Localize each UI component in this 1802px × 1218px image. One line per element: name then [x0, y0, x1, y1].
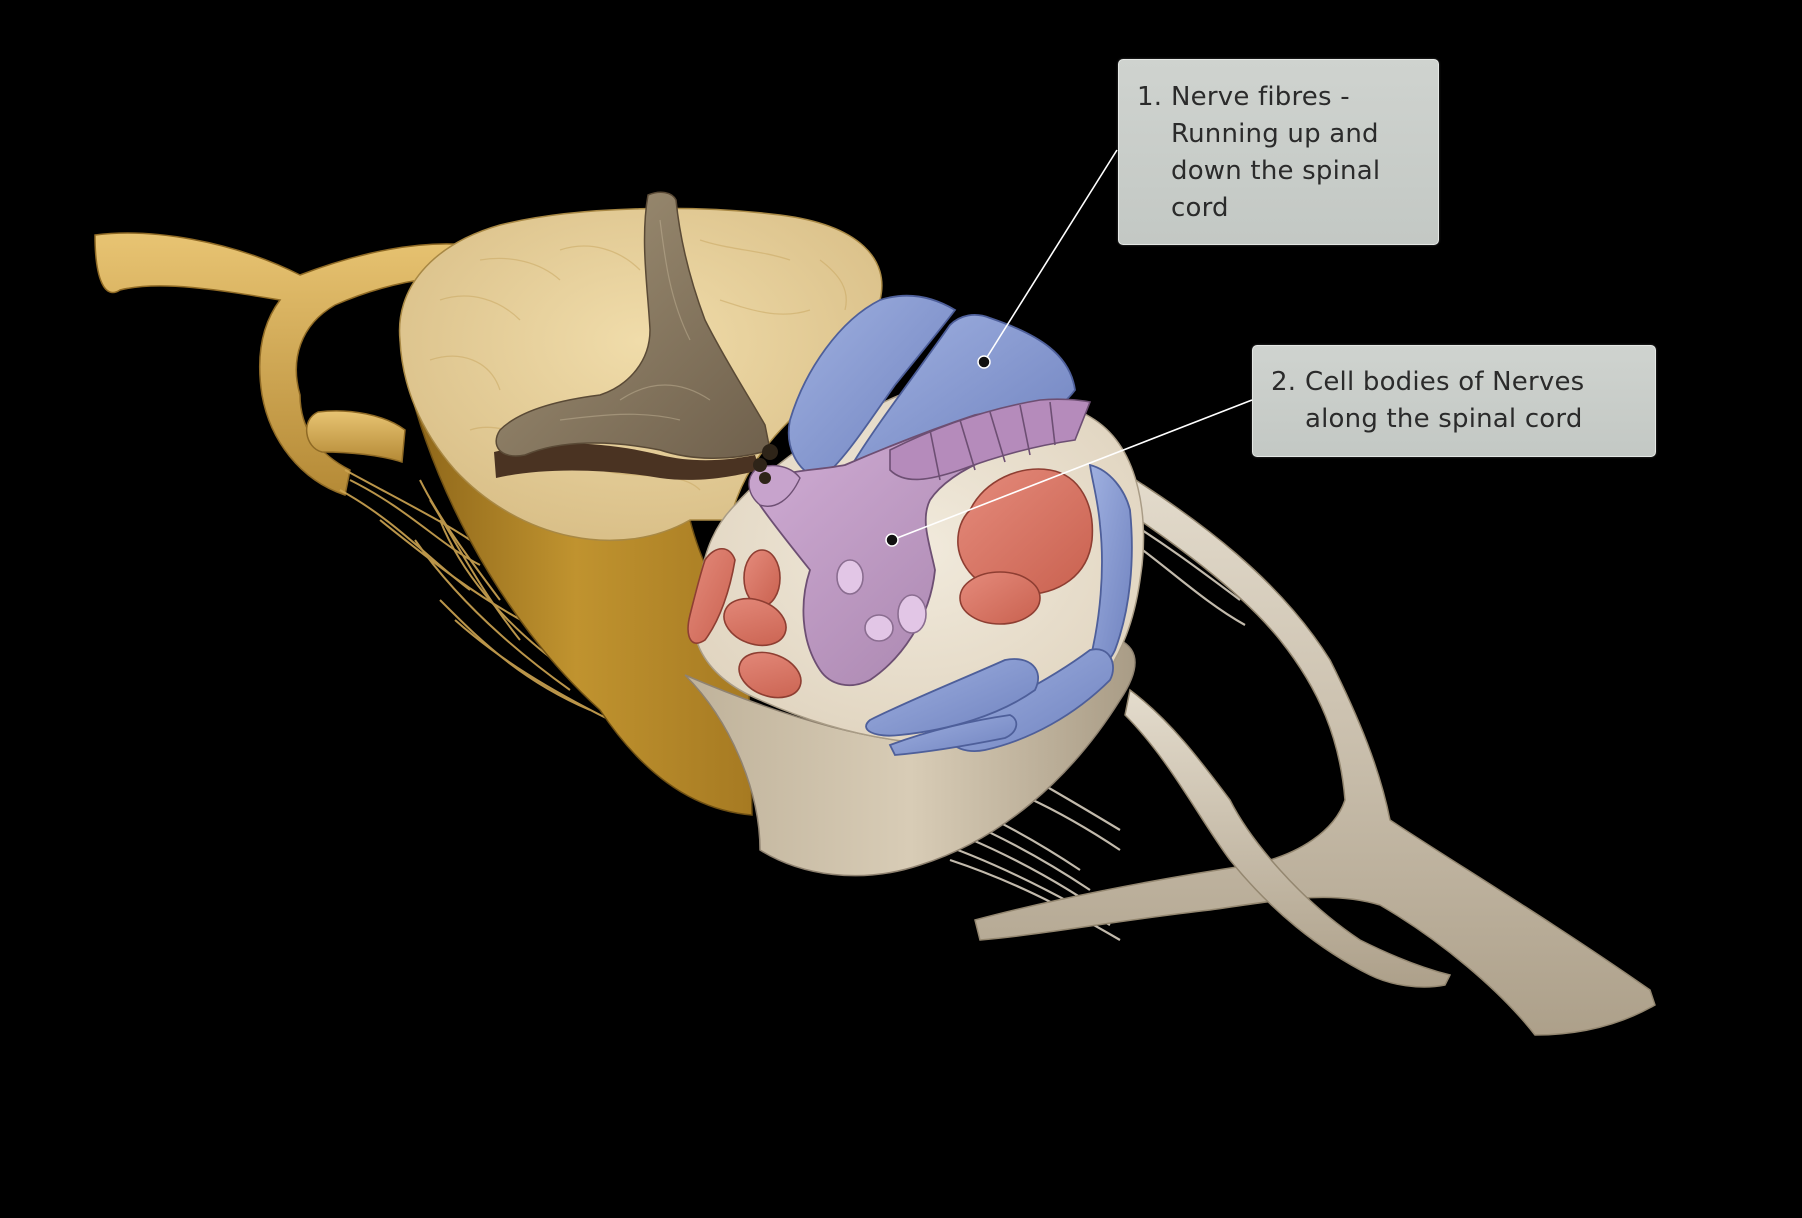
callout-1-text: Nerve fibres - Running up and down the s…	[1171, 82, 1381, 223]
callout-nerve-fibres: 1. Nerve fibres - Running up and down th…	[1118, 59, 1439, 245]
cell-region-left-2	[723, 597, 787, 647]
motor-neuron-1	[836, 559, 864, 595]
callout-leader-lines	[885, 149, 1253, 547]
midline-root-stubs	[753, 444, 778, 484]
cell-region-left-edge	[687, 547, 736, 644]
leader-line-2	[891, 399, 1253, 541]
callout-2-row: 2. Cell bodies of Nerves along the spina…	[1271, 364, 1641, 438]
right-lower-nerve	[1124, 688, 1452, 988]
callout-cell-bodies: 2. Cell bodies of Nerves along the spina…	[1252, 345, 1656, 457]
motor-neuron-3	[897, 594, 927, 634]
pointer-dot-1	[977, 355, 991, 369]
callout-2-number: 2.	[1271, 367, 1297, 397]
callout-2-text: Cell bodies of Nerves along the spinal c…	[1305, 367, 1585, 434]
nerve-fibre-tracts	[787, 294, 1133, 756]
left-grey-matter-texture	[559, 219, 711, 421]
grey-matter-dorsal-horn	[889, 398, 1092, 481]
grey-matter-cell-bodies	[748, 398, 1092, 687]
fibre-tract-ventral-small	[888, 714, 1018, 756]
right-upper-nerve	[974, 468, 1656, 1036]
motor-neuron-2	[864, 614, 894, 642]
left-grey-matter-depth	[494, 443, 760, 480]
callout-1-row: 1. Nerve fibres - Running up and down th…	[1137, 79, 1424, 227]
fibre-tract-ventral-inner	[865, 658, 1040, 737]
grey-matter-butterfly	[759, 404, 1062, 687]
motor-neuron-cells	[836, 559, 927, 642]
left-grey-matter	[495, 191, 771, 459]
spinal-cord-left-half	[398, 191, 883, 816]
spinal-cord-right-half	[684, 294, 1145, 877]
grey-matter-striations	[929, 401, 1056, 481]
leader-line-1	[983, 149, 1118, 363]
left-lower-nerve-stub	[305, 410, 406, 463]
cell-region-left-3	[738, 651, 802, 699]
callout-1-number: 1.	[1137, 82, 1163, 112]
pointer-dot-2	[885, 533, 899, 547]
cell-region-medium	[959, 571, 1041, 625]
cell-region-left-1	[743, 549, 781, 607]
left-upper-nerve	[94, 232, 479, 496]
